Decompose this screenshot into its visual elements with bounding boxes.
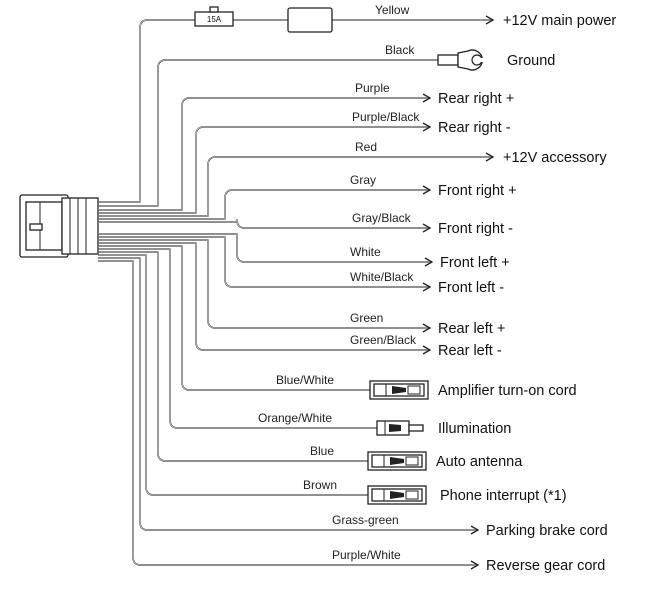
- wire-16: [98, 257, 478, 531]
- wires-layer: [98, 19, 493, 566]
- wire-8: [98, 233, 432, 263]
- wire-8-core: [98, 233, 432, 263]
- wire-11: [98, 242, 430, 351]
- ground-terminal-icon: [437, 49, 492, 71]
- wire-14-connector-icon: [367, 451, 427, 471]
- wire-8-function-label: Front left +: [440, 255, 510, 271]
- wire-8-arrow-icon: [424, 257, 434, 267]
- wire-7-core: [98, 219, 430, 229]
- wire-12-function-label: Amplifier turn-on cord: [438, 383, 577, 399]
- wire-9: [98, 236, 430, 288]
- wire-5: [98, 156, 493, 217]
- wire-11-function-label: Rear left -: [438, 343, 502, 359]
- wire-14-color-label: Blue: [310, 444, 334, 458]
- wire-2-core: [98, 59, 448, 207]
- wire-3-function-label: Rear right +: [438, 91, 514, 107]
- wire-13-color-label: Orange/White: [258, 411, 332, 425]
- wire-9-color-label: White/Black: [350, 270, 414, 284]
- wire-9-function-label: Front left -: [438, 280, 504, 296]
- wire-6-function-label: Front right +: [438, 183, 517, 199]
- wire-6: [98, 189, 430, 220]
- wire-17-arrow-icon: [470, 560, 480, 570]
- fuse-label: 15A: [207, 15, 222, 24]
- wire-11-arrow-icon: [422, 345, 432, 355]
- wire-17-color-label: Purple/White: [332, 548, 401, 562]
- wire-12-color-label: Blue/White: [276, 373, 334, 387]
- wire-2-line: [98, 59, 448, 207]
- inline-fuse-holder: [287, 7, 333, 33]
- wire-13-connector-icon: [376, 420, 424, 436]
- wire-5-function-label: +12V accessory: [503, 150, 607, 166]
- wire-12-line: [98, 245, 370, 391]
- wire-6-arrow-icon: [422, 185, 432, 195]
- wire-7-function-label: Front right -: [438, 221, 513, 237]
- wire-15-function-label: Phone interrupt (*1): [440, 488, 567, 504]
- harness-connector: [19, 194, 99, 258]
- wire-9-arrow-icon: [422, 282, 432, 292]
- wire-9-core: [98, 236, 430, 288]
- wire-16-function-label: Parking brake cord: [486, 523, 608, 539]
- wire-11-color-label: Green/Black: [350, 333, 417, 347]
- wire-17-function-label: Reverse gear cord: [486, 558, 605, 574]
- wire-10-function-label: Rear left +: [438, 321, 505, 337]
- wire-7-arrow-icon: [422, 223, 432, 233]
- wire-5-arrow-icon: [485, 152, 495, 162]
- wire-13-core: [98, 248, 377, 429]
- wire-4: [98, 126, 430, 214]
- wire-12-core: [98, 245, 370, 391]
- wire-15: [98, 254, 368, 496]
- wire-2-function-label: Ground: [507, 53, 555, 69]
- wire-14-function-label: Auto antenna: [436, 454, 523, 470]
- wire-17-core: [98, 260, 478, 566]
- wire-14-core: [98, 251, 368, 462]
- wire-12: [98, 245, 370, 391]
- wire-13-function-label: Illumination: [438, 421, 511, 437]
- wire-6-color-label: Gray: [350, 173, 376, 187]
- wire-2: [98, 59, 448, 207]
- wire-15-color-label: Brown: [303, 478, 337, 492]
- wire-3-arrow-icon: [422, 93, 432, 103]
- wire-3: [98, 97, 430, 211]
- wire-4-line: [98, 126, 430, 214]
- wire-3-core: [98, 97, 430, 211]
- wire-4-core: [98, 126, 430, 214]
- wire-6-core: [98, 189, 430, 220]
- fuse-15a: 15A: [194, 6, 234, 27]
- wire-7: [98, 219, 430, 229]
- wire-7-color-label: Gray/Black: [352, 211, 412, 225]
- wire-15-connector-icon: [367, 485, 427, 505]
- parts-layer: Yellow +12V main powerBlackGroundPurpleRe…: [258, 3, 616, 574]
- wire-10-color-label: Green: [350, 311, 383, 325]
- wire-10-core: [98, 239, 430, 329]
- wire-12-connector-icon: [369, 380, 429, 400]
- wire-8-color-label: White: [350, 245, 381, 259]
- wire-2-color-label: Black: [385, 43, 415, 57]
- wire-10: [98, 239, 430, 329]
- wire-1-function-label: +12V main power: [503, 13, 616, 29]
- wire-4-arrow-icon: [422, 122, 432, 132]
- wire-14-line: [98, 251, 368, 462]
- wire-5-core: [98, 156, 493, 217]
- wire-13: [98, 248, 377, 429]
- wire-1: [98, 19, 493, 203]
- wire-4-function-label: Rear right -: [438, 120, 511, 136]
- wire-8-line: [98, 233, 432, 263]
- wire-1-arrow-icon: [485, 15, 495, 25]
- wire-16-arrow-icon: [470, 525, 480, 535]
- wire-5-color-label: Red: [355, 140, 377, 154]
- wire-1-core: [98, 19, 493, 203]
- wire-3-color-label: Purple: [355, 81, 390, 95]
- wire-1-color-label: Yellow: [375, 3, 410, 17]
- wire-10-arrow-icon: [422, 323, 432, 333]
- wire-16-color-label: Grass-green: [332, 513, 399, 527]
- wire-11-core: [98, 242, 430, 351]
- wire-14: [98, 251, 368, 462]
- wire-15-core: [98, 254, 368, 496]
- wire-17: [98, 260, 478, 566]
- wire-4-color-label: Purple/Black: [352, 110, 420, 124]
- wire-16-core: [98, 257, 478, 531]
